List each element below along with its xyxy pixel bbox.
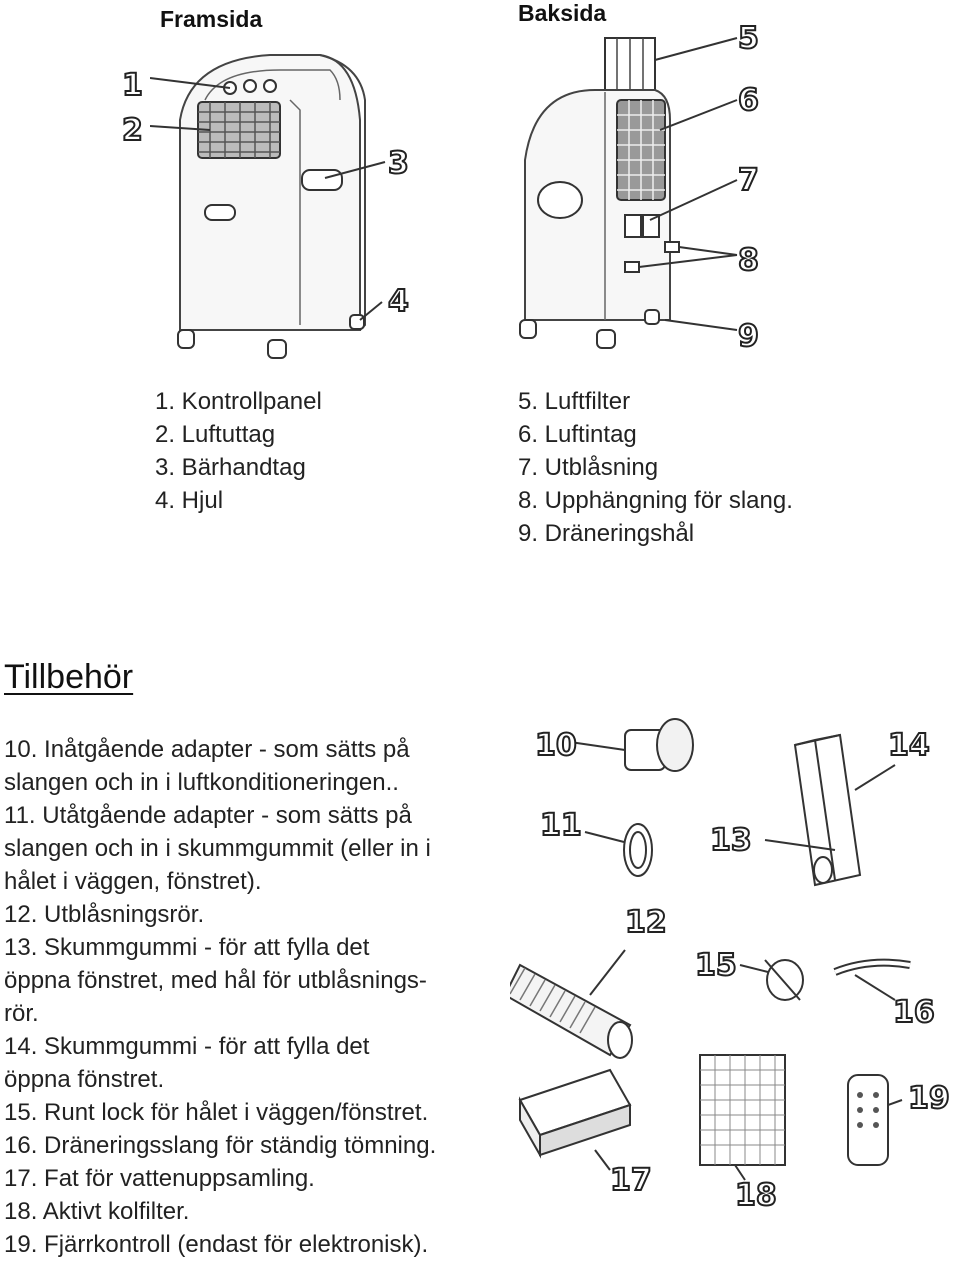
callout-6: 6 xyxy=(738,83,759,118)
callout-2: 2 xyxy=(122,113,143,148)
list-item: rör. xyxy=(4,1000,39,1027)
callout-9: 9 xyxy=(738,319,759,350)
back-view-title: Baksida xyxy=(518,0,607,26)
list-item: 11. Utåtgående adapter - som sätts på xyxy=(4,802,412,829)
callout-7: 7 xyxy=(738,163,759,198)
list-item: öppna fönstret, med hål för utblåsnings- xyxy=(4,967,427,994)
back-unit-illustration xyxy=(519,37,738,349)
list-item: slangen och in i skummgummit (eller in i xyxy=(4,835,431,862)
back-callouts: 5 6 7 8 9 xyxy=(737,20,760,350)
list-item: 19. Fjärrkontroll (endast för elektronis… xyxy=(4,1231,429,1258)
callout-18: 18 xyxy=(735,1178,777,1213)
callout-13: 13 xyxy=(710,823,752,858)
callout-19: 19 xyxy=(908,1081,950,1116)
list-item: 13. Skummgummi - för att fylla det xyxy=(4,934,370,961)
accessories-list: 10. Inåtgående adapter - som sätts på sl… xyxy=(4,733,436,1261)
list-item: 12. Utblåsningsrör. xyxy=(4,901,205,928)
list-item: 6. Luftintag xyxy=(518,421,637,448)
list-item: 9. Dräneringshål xyxy=(518,520,695,547)
list-item: 5. Luftfilter xyxy=(518,388,631,415)
list-item: 18. Aktivt kolfilter. xyxy=(4,1198,190,1225)
front-unit-illustration xyxy=(150,54,386,359)
callout-5: 5 xyxy=(738,21,759,56)
front-view-title: Framsida xyxy=(160,6,263,32)
list-item: hålet i väggen, fönstret). xyxy=(4,868,262,895)
callout-11: 11 xyxy=(540,808,582,843)
callout-3: 3 xyxy=(388,146,409,181)
back-parts-list: 5. Luftfilter 6. Luftintag 7. Utblåsning… xyxy=(518,385,793,550)
list-item: 2. Luftuttag xyxy=(155,421,276,448)
callout-1: 1 xyxy=(122,68,143,103)
list-item: 4. Hjul xyxy=(155,487,224,514)
list-item: 17. Fat för vattenuppsamling. xyxy=(4,1165,315,1192)
front-parts-list: 1. Kontrollpanel 2. Luftuttag 3. Bärhand… xyxy=(155,385,322,517)
accessory-callouts: 10 11 12 13 14 15 16 17 18 19 xyxy=(534,727,951,1214)
callout-15: 15 xyxy=(695,948,737,983)
callout-4: 4 xyxy=(388,284,409,319)
callout-14: 14 xyxy=(888,728,930,763)
front-callouts: 1 2 3 4 xyxy=(121,67,410,320)
callout-17: 17 xyxy=(610,1163,652,1198)
list-item: slangen och in i luftkonditioneringen.. xyxy=(4,769,399,796)
list-item: 16. Dräneringsslang för ständig tömning. xyxy=(4,1132,437,1159)
list-item: 14. Skummgummi - för att fylla det xyxy=(4,1033,370,1060)
accessories-illustration xyxy=(510,718,911,1181)
callout-16: 16 xyxy=(893,995,935,1030)
list-item: öppna fönstret. xyxy=(4,1066,165,1093)
list-item: 7. Utblåsning xyxy=(518,454,659,481)
list-item: 15. Runt lock för hålet i väggen/fönstre… xyxy=(4,1099,429,1126)
callout-10: 10 xyxy=(535,728,577,763)
callout-8: 8 xyxy=(738,243,759,278)
list-item: 10. Inåtgående adapter - som sätts på xyxy=(4,736,410,763)
list-item: 1. Kontrollpanel xyxy=(155,388,322,415)
callout-12: 12 xyxy=(625,905,667,940)
list-item: 3. Bärhandtag xyxy=(155,454,306,481)
accessories-heading: Tillbehör xyxy=(4,658,134,696)
list-item: 8. Upphängning för slang. xyxy=(518,487,793,514)
